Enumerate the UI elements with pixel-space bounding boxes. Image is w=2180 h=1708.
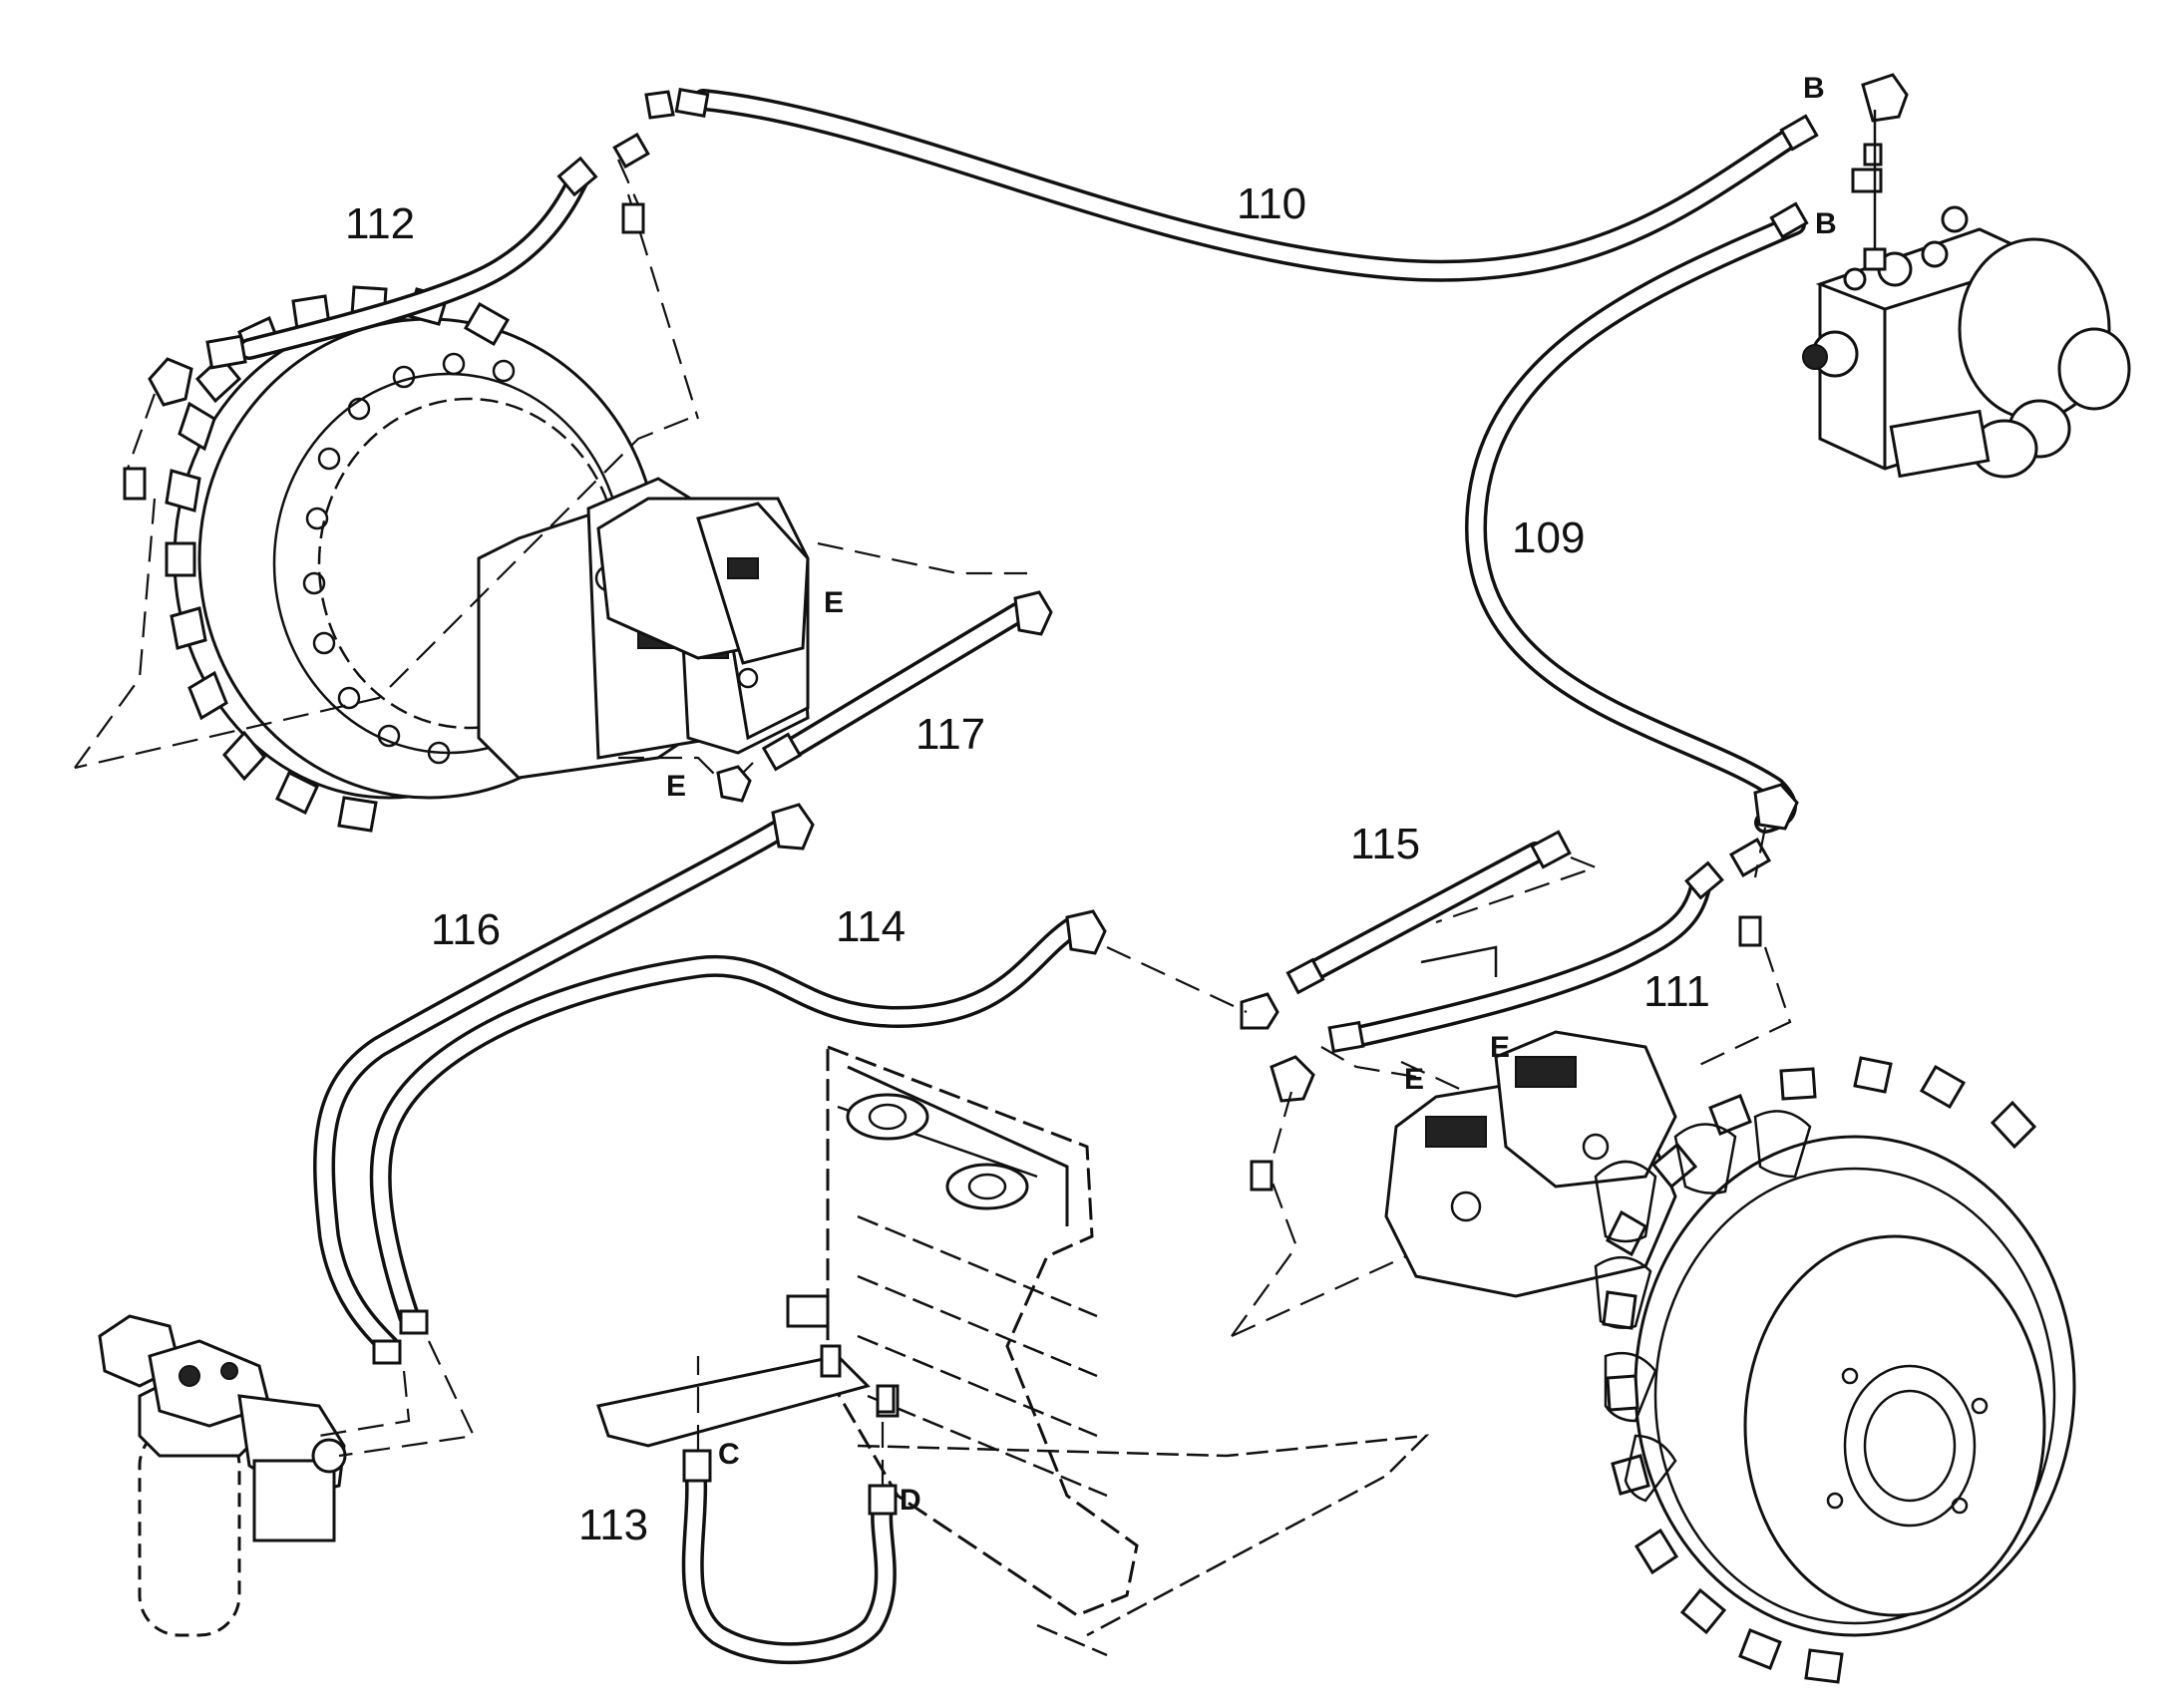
right-final-drive: [1384, 1030, 2076, 1684]
port-label-e-right-lower: E: [1404, 1063, 1425, 1096]
control-valve-block: [1802, 205, 2131, 479]
filter-assembly: [98, 1314, 347, 1637]
port-label-c: C: [718, 1438, 740, 1471]
frame-crossmember: [596, 1044, 1430, 1657]
callout-114: 114: [836, 902, 907, 951]
callout-110: 110: [1237, 179, 1307, 228]
port-label-e-left-lower: E: [666, 770, 687, 803]
port-label-e-right-upper: E: [1490, 1031, 1511, 1064]
port-label-e-left-upper: E: [824, 586, 845, 619]
callout-112: 112: [345, 199, 416, 248]
callout-109: 109: [1512, 513, 1586, 562]
port-label-b-top: B: [1803, 72, 1825, 105]
port-label-d: D: [900, 1484, 921, 1517]
port-label-b-bottom: B: [1815, 207, 1837, 240]
left-final-drive: [165, 285, 810, 833]
callout-115: 115: [1350, 820, 1421, 868]
callout-117: 117: [915, 710, 986, 759]
callout-113: 113: [578, 1501, 649, 1549]
callout-116: 116: [431, 905, 502, 954]
callout-111: 111: [1643, 967, 1710, 1016]
